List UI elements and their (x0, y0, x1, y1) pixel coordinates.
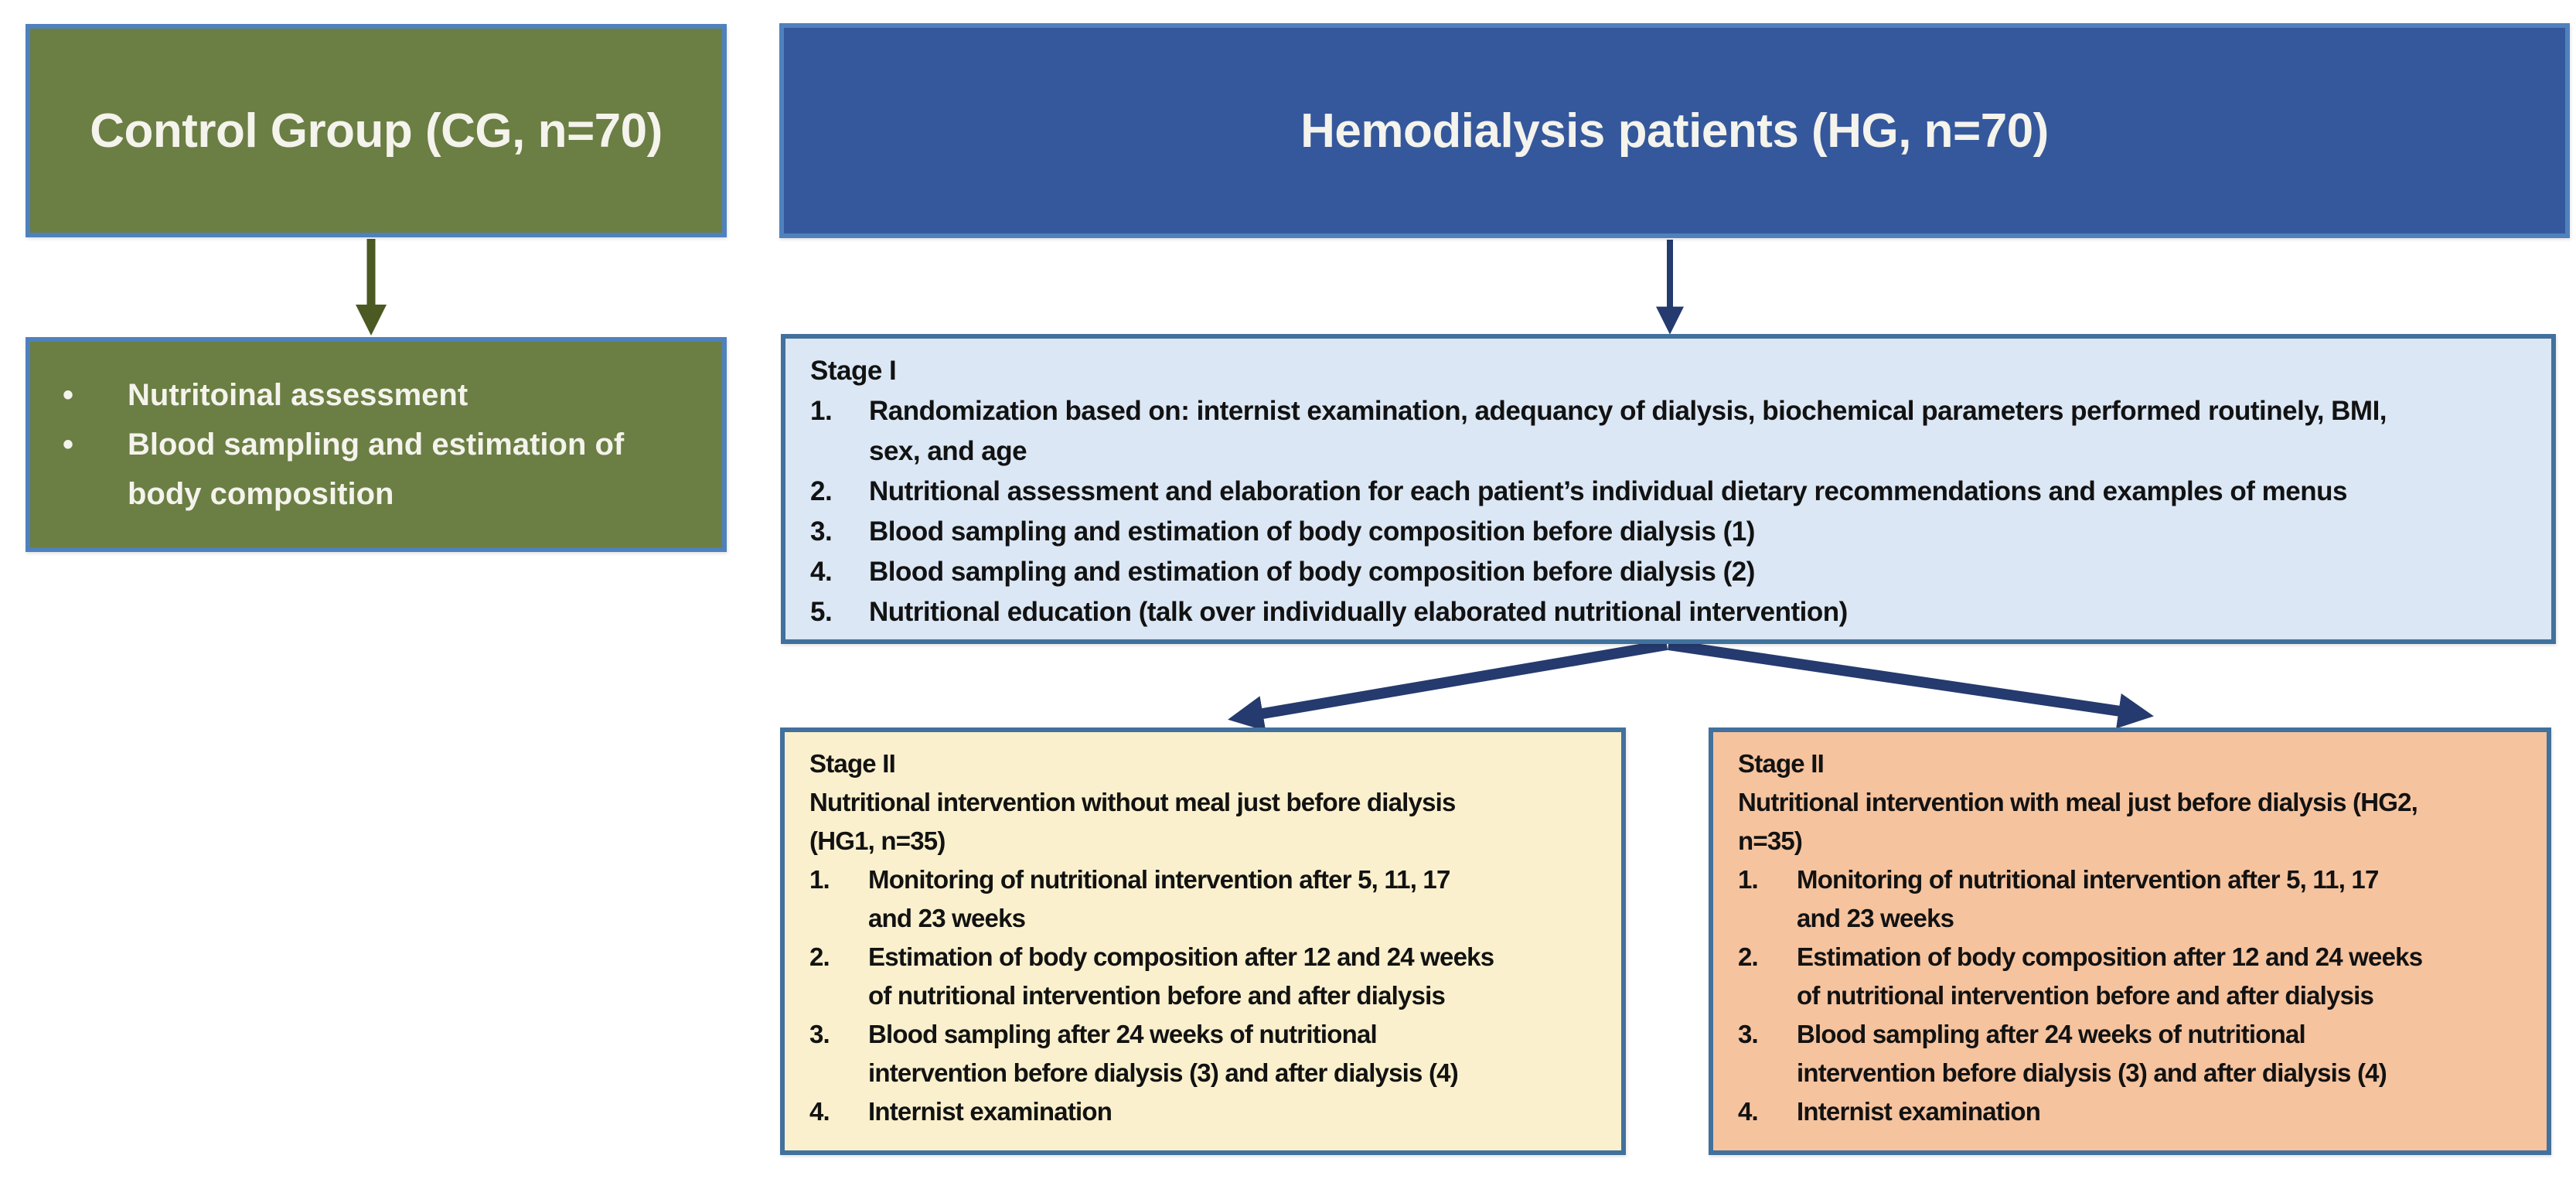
list-item: 4. Internist examination (1738, 1092, 2527, 1131)
item-text: Estimation of body composition after 12 … (1797, 942, 2423, 1010)
hemodialysis-title: Hemodialysis patients (HG, n=70) (1300, 104, 2049, 158)
stage2-hg2-subtitle: Nutritional intervention with meal just … (1738, 788, 2418, 855)
stage2-hg2-items: 1. Monitoring of nutritional interventio… (1738, 860, 2527, 1131)
control-group-title: Control Group (CG, n=70) (90, 104, 663, 158)
item-text: Blood sampling after 24 weeks of nutriti… (868, 1020, 1459, 1087)
item-number: 4. (1738, 1097, 1759, 1126)
item-text: Internist examination (1797, 1097, 2041, 1126)
stage2-hg1-box: Stage II Nutritional intervention withou… (780, 728, 1626, 1155)
list-item: 4. Internist examination (809, 1092, 1601, 1131)
item-number: 4. (810, 557, 833, 587)
bullet-icon: • (63, 428, 74, 462)
list-item: 2. Nutritional assessment and elaboratio… (810, 472, 2531, 512)
item-number: 2. (809, 942, 830, 971)
stage2-hg1-items: 1. Monitoring of nutritional interventio… (809, 860, 1601, 1131)
item-number: 1. (1738, 865, 1759, 894)
arrow-stage1-to-stage2-right (1667, 639, 2154, 729)
item-text: Blood sampling and estimation of body co… (869, 557, 1755, 587)
arrow-stage1-to-stage2-left (1228, 639, 1668, 731)
list-item: 3. Blood sampling and estimation of body… (810, 512, 2531, 552)
item-text: Estimation of body composition after 12 … (868, 942, 1494, 1010)
bullet-item-text: Nutritoinal assessment (128, 378, 469, 412)
item-text: Blood sampling and estimation of body co… (869, 516, 1755, 547)
list-item: 1. Randomization based on: internist exa… (810, 391, 2531, 472)
list-item: 2. Estimation of body composition after … (809, 938, 1601, 1015)
item-number: 1. (810, 396, 833, 426)
list-item: 5. Nutritional education (talk over indi… (810, 592, 2531, 632)
bullet-item: • Nutritoinal assessment (63, 370, 700, 420)
stage1-items: 1. Randomization based on: internist exa… (810, 391, 2531, 632)
list-item: 3. Blood sampling after 24 weeks of nutr… (809, 1015, 1601, 1092)
item-text: Internist examination (868, 1097, 1113, 1126)
stage2-hg2-box: Stage II Nutritional intervention with m… (1709, 728, 2551, 1155)
list-item: 3. Blood sampling after 24 weeks of nutr… (1738, 1015, 2527, 1092)
item-number: 2. (1738, 942, 1759, 971)
stage2-hg2-title: Stage II (1738, 749, 1825, 778)
stage1-box: Stage I 1. Randomization based on: inter… (781, 334, 2556, 644)
control-tasks-box: • Nutritoinal assessment • Blood samplin… (26, 337, 727, 552)
bullet-item: • Blood sampling and estimation of body … (63, 420, 700, 519)
list-item: 1. Monitoring of nutritional interventio… (809, 860, 1601, 938)
list-item: 1. Monitoring of nutritional interventio… (1738, 860, 2527, 938)
stage1-title: Stage I (810, 356, 897, 386)
item-text: Nutritional assessment and elaboration f… (869, 476, 2347, 506)
list-item: 4. Blood sampling and estimation of body… (810, 552, 2531, 592)
item-number: 3. (809, 1020, 830, 1048)
control-group-box: Control Group (CG, n=70) (26, 24, 727, 237)
stage2-hg1-subtitle: Nutritional intervention without meal ju… (809, 788, 1456, 855)
bullet-icon: • (63, 378, 74, 412)
hemodialysis-box: Hemodialysis patients (HG, n=70) (779, 23, 2570, 238)
item-number: 3. (810, 516, 833, 547)
item-text: Monitoring of nutritional intervention a… (1797, 865, 2379, 932)
stage2-hg1-title: Stage II (809, 749, 896, 778)
bullet-item-text: Blood sampling and estimation of body co… (128, 428, 625, 511)
item-number: 3. (1738, 1020, 1759, 1048)
list-item: 2. Estimation of body composition after … (1738, 938, 2527, 1015)
item-text: Monitoring of nutritional intervention a… (868, 865, 1450, 932)
item-number: 1. (809, 865, 830, 894)
item-text: Blood sampling after 24 weeks of nutriti… (1797, 1020, 2387, 1087)
item-number: 4. (809, 1097, 830, 1126)
item-number: 2. (810, 476, 833, 506)
item-text: Randomization based on: internist examin… (869, 396, 2387, 466)
item-text: Nutritional education (talk over individ… (869, 597, 1848, 627)
item-number: 5. (810, 597, 833, 627)
